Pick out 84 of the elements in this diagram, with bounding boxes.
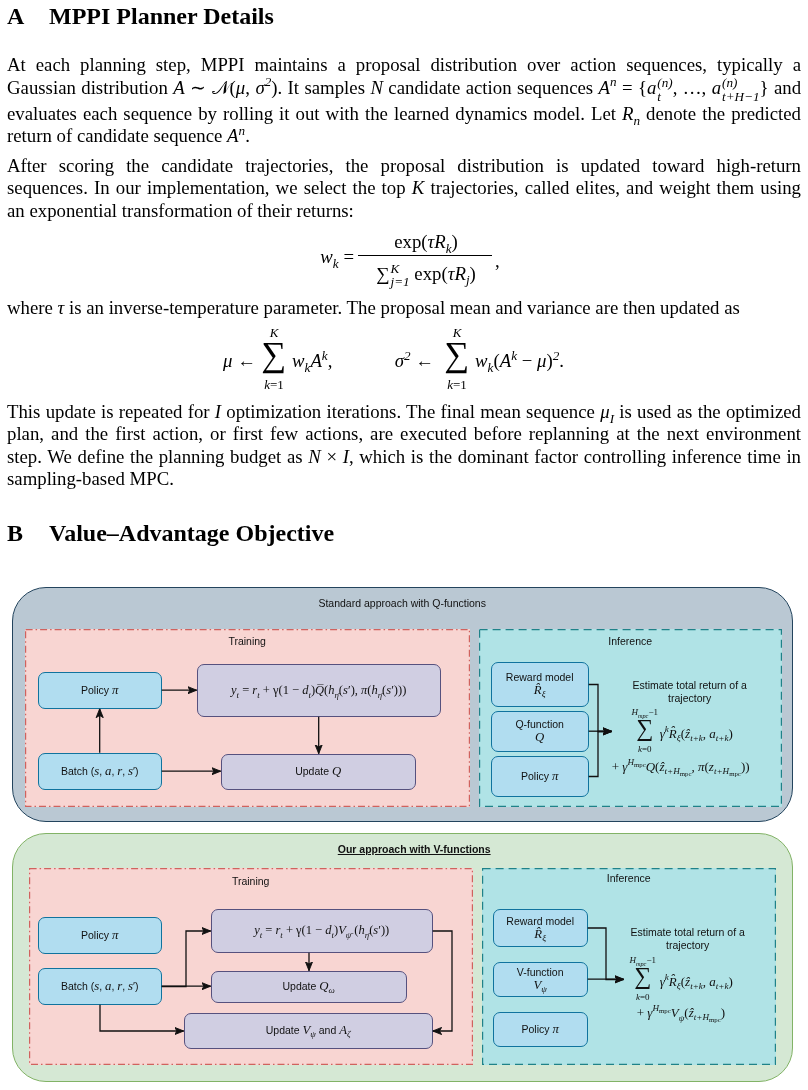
arrow (161, 767, 222, 776)
sum-limit: k=0 (637, 743, 652, 754)
rounded-box (492, 1011, 588, 1047)
sum-limit: k=0 (635, 991, 650, 1002)
arrow (314, 716, 323, 755)
dashed-group-box (478, 628, 782, 807)
math-symbol: R̂$_{ξ}$ (534, 927, 546, 941)
rounded-box (37, 671, 162, 709)
group-title: Inference (608, 635, 653, 649)
arrow (588, 727, 613, 778)
rounded-box (220, 753, 416, 790)
formula-term: γ$^{k}$R̂$_{ξ}$(ẑ$_{t+k}$, a$_{t+k}$) (659, 725, 733, 741)
sum-limit: k=1 (447, 378, 467, 391)
dashed-group-box (481, 867, 776, 1065)
rounded-box (196, 663, 441, 717)
box-label: Q-function (515, 718, 564, 732)
description-text: Estimate total return of a trajectory (631, 678, 748, 705)
panel-title: Standard approach with Q-functions (318, 597, 486, 611)
math-symbol: R̂$_{ξ}$ (533, 684, 546, 698)
box-label: Policy π (521, 769, 559, 783)
arrow (432, 930, 453, 1036)
equation-term: σ$^{2}$ ← (394, 350, 434, 372)
equation-punctuation: , (495, 250, 500, 272)
fraction-numerator: exp(τR$_{k}$) (394, 231, 458, 253)
box-label: Policy π (81, 928, 119, 942)
group-title: Inference (606, 872, 651, 886)
rounded-box (490, 661, 589, 707)
paragraph: This update is repeated for I optimization iterations. The final mean sequence μ$_{I}$ is used as the optimized plan, and the first action, or first few actions, are executed before replanning at the next environment step. We define the planning budget as N × I, which is the dominant factor controlling inference time in sampling-based MPC. (7, 401, 801, 491)
arrow (161, 686, 198, 695)
section-heading: Value–Advantage Objective (49, 519, 335, 547)
section-number: A (7, 2, 25, 30)
box-label: Policy π (521, 1022, 559, 1036)
rounded-box (183, 1012, 433, 1049)
rounded-box (490, 710, 589, 752)
sum-limit: K (452, 326, 462, 339)
equation-term: w$_{k}$(A$^{k}$ − μ)$^{2}$. (475, 350, 564, 372)
rounded-panel (12, 587, 793, 822)
rounded-box (37, 967, 162, 1005)
sum-limit: k=1 (264, 378, 284, 391)
summation-sign: ∑ (444, 339, 470, 376)
math-symbol: V$_{ψ}$ (533, 979, 547, 993)
formula-term: γ$^{k}$R̂$_{ξ}$(ẑ$_{t+k}$, a$_{t+k}$) (659, 973, 733, 989)
arrow (587, 975, 625, 984)
dashed-group-box (24, 628, 470, 807)
box-label: Update Q (295, 765, 342, 779)
box-label: Reward model (506, 914, 575, 927)
section-number: B (7, 519, 23, 547)
section-heading: MPPI Planner Details (49, 2, 274, 30)
description-text: Estimate total return of a trajectory (629, 926, 746, 953)
fraction-denominator: ∑$_{j=1}$$^{K}$ exp(τR$_{j}$) (376, 262, 476, 289)
panel-title: Our approach with V-functions (337, 843, 491, 857)
rounded-box (492, 908, 588, 947)
rounded-panel (12, 833, 793, 1082)
group-title: Training (228, 635, 266, 649)
formula: y$_{t}$ = r$_{t}$ + γ(1 − d$_{t}$)Q̅(h$_{η̄}$(s′), π(h$_{η̄}$(s′))) (231, 682, 407, 698)
rounded-box (210, 970, 407, 1003)
sum-limit: H$_{mpc}$−1 (629, 955, 656, 966)
box-label: Policy π (81, 683, 119, 697)
box-label: Update Q$_{ω}$ (282, 980, 335, 994)
rounded-box (37, 752, 162, 790)
arrow (304, 952, 314, 972)
equation-term: w$_{k}$ = (320, 246, 354, 268)
paragraph: After scoring the candidate trajectories, the proposal distribution is updated toward high-return sequences. In our implementation, we select the top K trajectories, called elites, and weight them using an exponential transformation of their returns: (7, 155, 801, 223)
arrow (95, 708, 104, 754)
box-label: Reward model (505, 671, 574, 684)
paragraph: where τ is an inverse-temperature parameter. The proposal mean and variance are then updated as (7, 297, 741, 320)
rounded-box (37, 916, 162, 954)
formula: y$_{t}$ = r$_{t}$ + γ(1 − d$_{t}$)V$_{ψ̄}$ (h$_{η̄}$(s′)) (254, 923, 390, 939)
dashed-group-box (28, 867, 473, 1065)
box-label: Batch (s, a, r, s′) (60, 764, 139, 778)
box-label: Update V$_{ψ}$ and A$_{ζ}$ (265, 1024, 351, 1038)
summation-sign: ∑ (261, 339, 287, 376)
math-symbol: Q (535, 731, 545, 745)
group-title: Training (231, 875, 270, 889)
box-label: Batch (s, a, r, s′) (60, 979, 139, 993)
sum-limit: K (269, 326, 279, 339)
rounded-box (490, 755, 589, 797)
rounded-box (492, 961, 588, 997)
rounded-box (210, 908, 433, 953)
equation-term: μ ← (223, 350, 256, 372)
box-label: V-function (516, 966, 564, 980)
sum-limit: H$_{mpc}$−1 (631, 707, 658, 718)
arrow (161, 982, 212, 991)
equation-term: w$_{k}$A$^{k}$, (292, 350, 333, 372)
